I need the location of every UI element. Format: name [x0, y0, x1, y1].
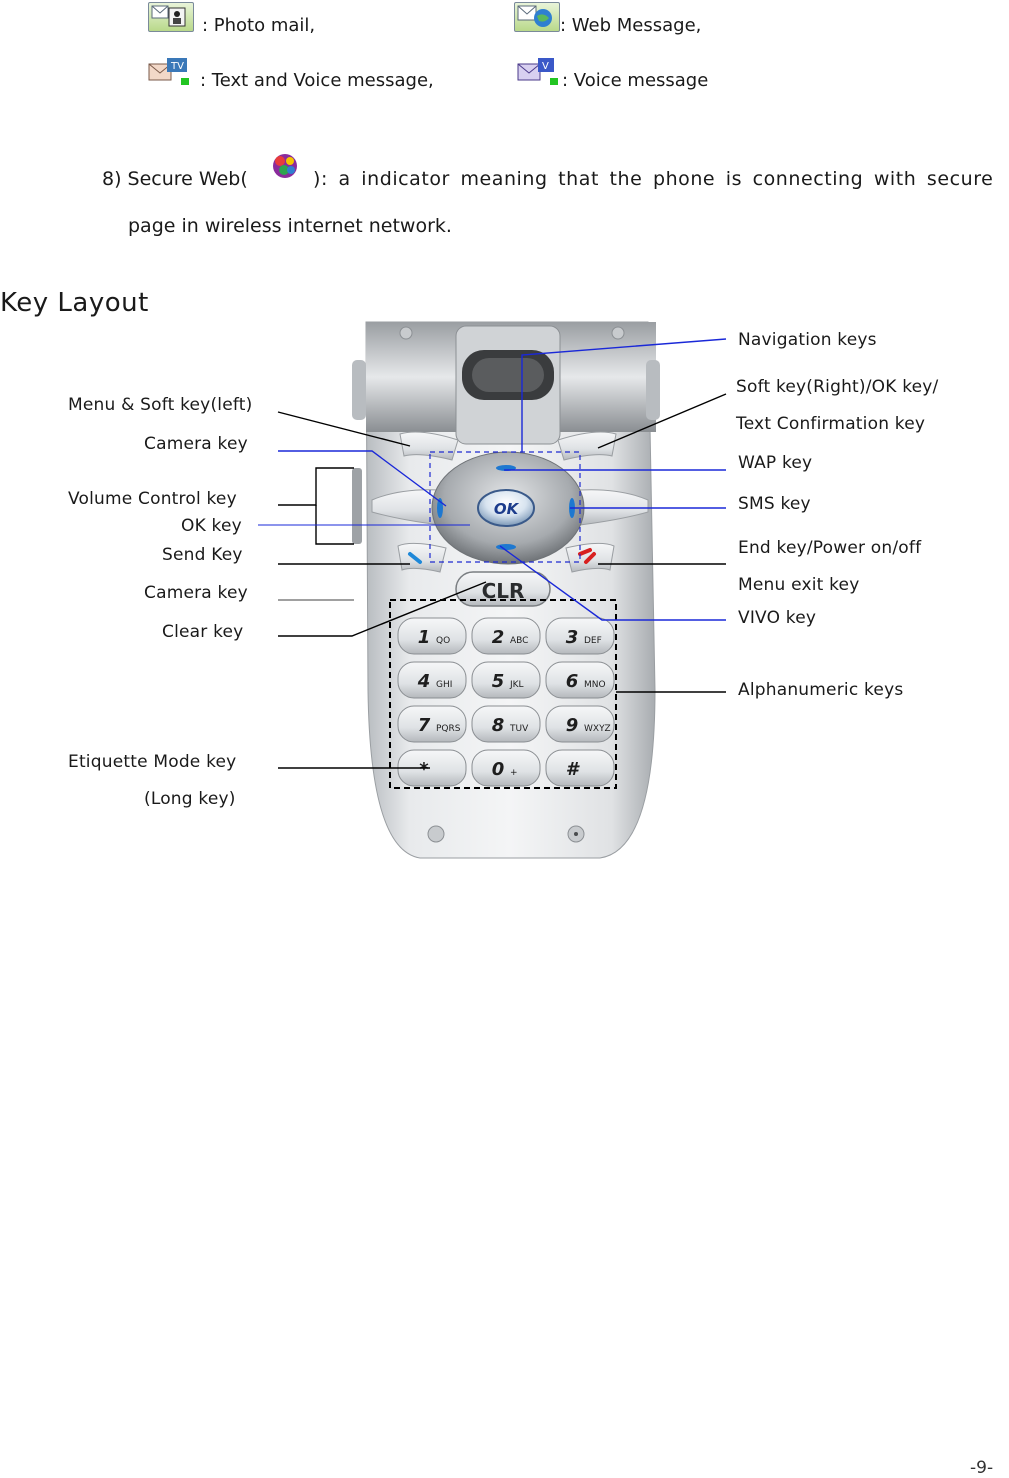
keypad-key-sublabel: + [510, 768, 518, 778]
keypad-key-12[interactable]: # [545, 749, 615, 787]
keypad-key-1[interactable]: 1 QO [397, 617, 467, 655]
legend-web-message: : Web Message, [560, 15, 702, 36]
page-number: -9- [970, 1458, 994, 1478]
label-long-key: (Long key) [144, 789, 236, 809]
keypad-key-label: 3 [566, 627, 579, 648]
svg-text:TV: TV [170, 61, 184, 72]
text-voice-message-icon: TV [147, 56, 191, 86]
label-camera-key-2: Camera key [144, 583, 248, 603]
label-send-key: Send Key [162, 545, 243, 565]
keypad-key-4[interactable]: 4 GHI [397, 661, 467, 699]
send-key [397, 542, 447, 573]
label-text-confirm: Text Confirmation key [736, 414, 926, 434]
keypad-key-sublabel: DEF [584, 636, 602, 646]
section-title: Key Layout [0, 288, 149, 318]
label-soft-right: Soft key(Right)/OK key/ [736, 377, 939, 397]
keypad-key-sublabel: JKL [509, 680, 524, 690]
keypad-key-sublabel: ABC [510, 636, 528, 646]
label-vivo: VIVO key [738, 608, 817, 628]
label-end-power: End key/Power on/off [738, 538, 922, 558]
keypad-key-sublabel: GHI [436, 680, 452, 690]
keypad-key-sublabel: MNO [584, 680, 606, 690]
svg-text:V: V [542, 61, 549, 72]
keypad-key-3[interactable]: 3 DEF [545, 617, 615, 655]
keypad-key-label: 2 [492, 627, 505, 648]
keypad-key-8[interactable]: 8 TUV [471, 705, 541, 743]
keypad-key-9[interactable]: 9 WXYZ [545, 705, 615, 743]
keypad-key-label: # [566, 759, 581, 780]
keypad-key-7[interactable]: 7 PQRS [397, 705, 467, 743]
keypad-key-6[interactable]: 6 MNO [545, 661, 615, 699]
label-menu-exit: Menu exit key [738, 575, 860, 595]
keypad-key-label: 5 [492, 671, 505, 692]
label-alphanumeric: Alphanumeric keys [738, 680, 904, 700]
keypad-key-sublabel: PQRS [436, 724, 461, 734]
keypad-key-sublabel: TUV [509, 724, 529, 734]
keypad-key-label: 4 [417, 671, 431, 692]
label-navigation: Navigation keys [738, 330, 877, 350]
keypad-key-label: 8 [492, 715, 505, 736]
keypad-key-11[interactable]: 0+ [471, 749, 541, 787]
label-volume-control: Volume Control key [68, 489, 237, 509]
left-soft-key [399, 431, 459, 461]
secure-web-line2: page in wireless internet network. [128, 215, 452, 237]
keypad-key-label: 6 [566, 671, 579, 692]
secure-web-suffix: ): a indicator meaning that the phone is… [313, 168, 994, 190]
legend-text-voice: : Text and Voice message, [200, 70, 434, 91]
keypad-key-label: 9 [566, 715, 579, 736]
keypad-key-label: 1 [418, 627, 431, 648]
clr-key [455, 571, 551, 607]
label-sms: SMS key [738, 494, 811, 514]
keypad-dashed-box [389, 599, 617, 789]
keypad-key-label: 7 [418, 715, 431, 736]
label-camera-key-1: Camera key [144, 434, 248, 454]
secure-web-icon [270, 150, 300, 180]
keypad-key-2[interactable]: 2 ABC [471, 617, 541, 655]
right-soft-key [557, 431, 617, 461]
secure-web-prefix: 8) Secure Web( [102, 168, 248, 190]
legend-photo-mail: : Photo mail, [202, 15, 316, 36]
label-wap: WAP key [738, 453, 813, 473]
label-menu-soft-left: Menu & Soft key(left) [68, 395, 253, 415]
label-ok-key: OK key [181, 516, 242, 536]
navigation-dashed-box [429, 451, 581, 563]
ok-button [477, 489, 535, 527]
legend-voice-message: : Voice message [562, 70, 709, 91]
label-etiquette: Etiquette Mode key [68, 752, 237, 772]
web-message-icon [514, 2, 560, 32]
keypad-key-sublabel: QO [436, 636, 450, 646]
label-clear-key: Clear key [162, 622, 244, 642]
ok-button-label: OK [494, 500, 520, 518]
keypad-key-5[interactable]: 5 JKL [471, 661, 541, 699]
voice-message-icon: V [516, 56, 560, 86]
photo-mail-icon [148, 2, 194, 32]
keypad-key-sublabel: WXYZ [584, 724, 611, 734]
keypad-key-label: 0 [492, 759, 505, 780]
keypad-key-label: * [419, 759, 429, 780]
